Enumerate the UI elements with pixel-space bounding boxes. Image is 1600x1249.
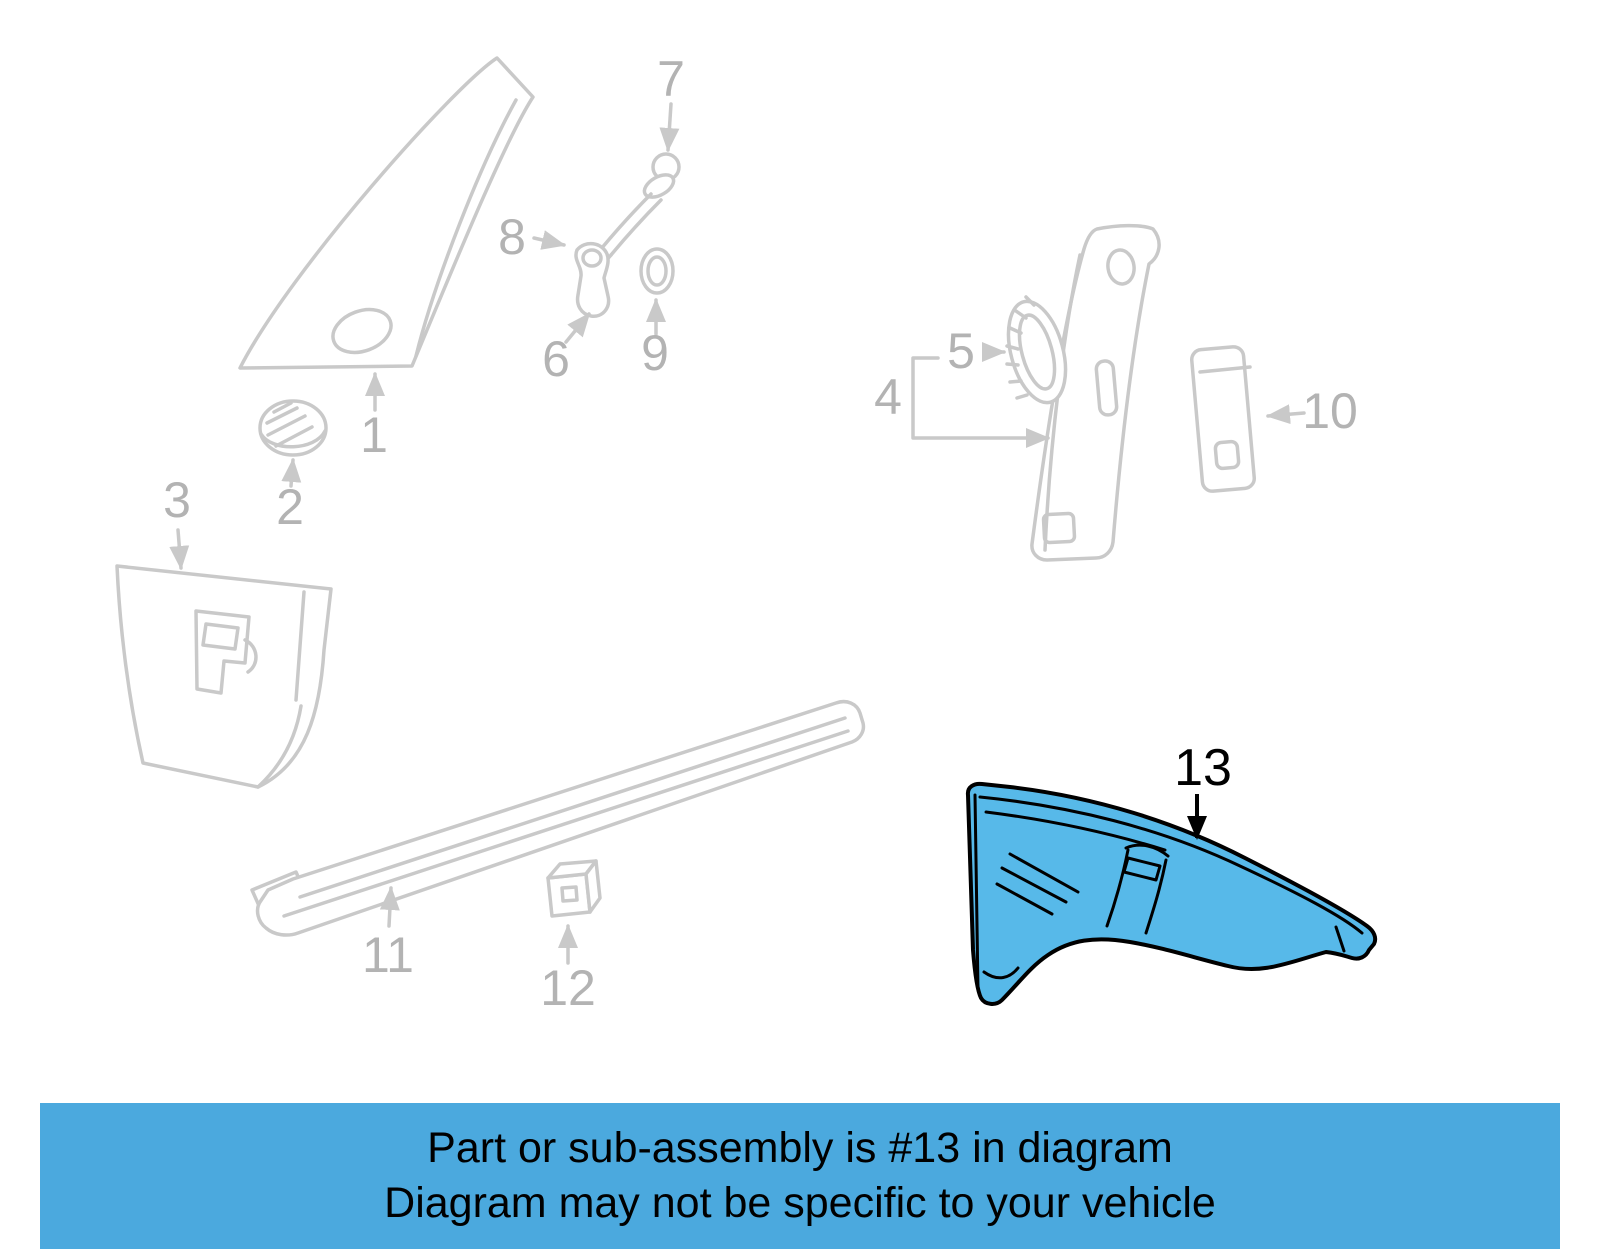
part-label-4: 4 <box>874 369 902 425</box>
parts-diagram: 1 2 3 4 5 6 7 8 9 10 11 12 13 <box>115 51 1378 1016</box>
highlight-banner: Part or sub-assembly is #13 in diagram D… <box>40 1103 1560 1249</box>
part-7-knob <box>642 152 681 199</box>
arrow-to-part-4 <box>911 356 1050 448</box>
part-label-6: 6 <box>542 331 570 387</box>
part-label-10: 10 <box>1302 383 1358 439</box>
part-9-ring <box>639 247 675 295</box>
part-label-7: 7 <box>657 51 685 107</box>
part-2-cap <box>258 399 328 457</box>
part-12-clip <box>546 859 602 918</box>
part-label-2: 2 <box>276 479 304 535</box>
part-1-a-pillar-trim <box>238 56 535 370</box>
part-3-lower-pillar-trim <box>115 564 333 789</box>
part-label-12: 12 <box>540 960 596 1016</box>
part-13-scuff-plate-highlighted <box>965 781 1378 1006</box>
part-label-9: 9 <box>641 325 669 381</box>
arrow-to-part-7 <box>659 102 680 152</box>
part-label-1: 1 <box>360 407 388 463</box>
arrow-to-part-10 <box>1266 404 1306 425</box>
banner-line-2: Diagram may not be specific to your vehi… <box>384 1179 1216 1227</box>
arrow-to-part-3 <box>169 528 190 570</box>
part-11-sill-molding <box>250 699 866 937</box>
arrow-to-part-6 <box>564 312 591 344</box>
part-label-11: 11 <box>362 927 414 983</box>
part-label-3: 3 <box>163 472 191 528</box>
arrow-to-part-2 <box>281 458 302 488</box>
part-10-strip <box>1189 345 1257 493</box>
part-label-8: 8 <box>498 209 526 265</box>
arrow-to-part-8 <box>532 230 566 250</box>
banner-line-1: Part or sub-assembly is #13 in diagram <box>427 1123 1173 1172</box>
part-label-5: 5 <box>947 323 975 379</box>
part-label-13-highlighted: 13 <box>1174 739 1232 797</box>
part-5-grommet <box>1005 295 1068 405</box>
part-8-hook <box>574 241 611 318</box>
arrow-to-part-11 <box>379 886 400 928</box>
